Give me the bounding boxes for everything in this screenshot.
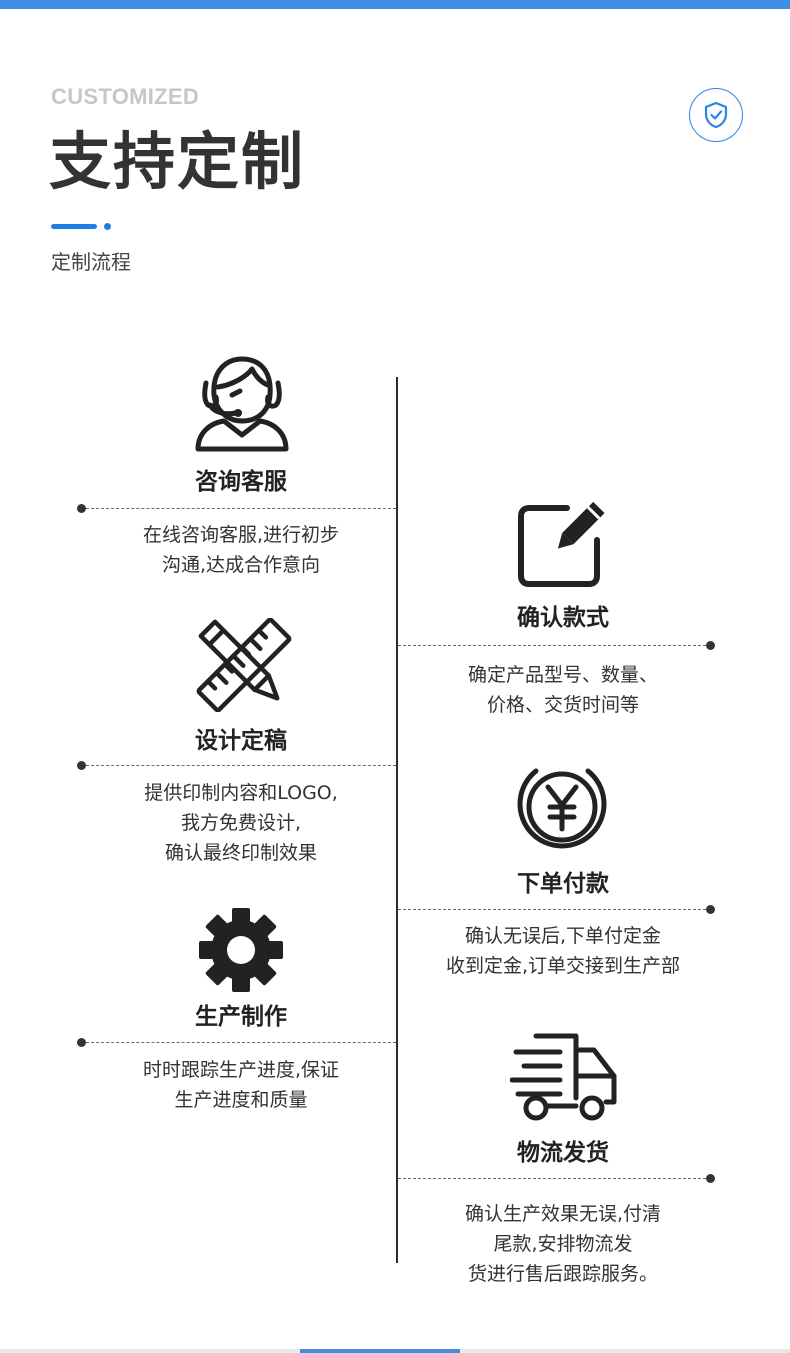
step-divider	[86, 508, 396, 509]
step-divider	[398, 645, 706, 646]
page-subtitle: 定制流程	[51, 250, 131, 274]
description-line: 货进行售后跟踪服务。	[467, 1263, 658, 1285]
step-divider	[86, 1042, 396, 1043]
description-line: 提供印制内容和LOGO,	[144, 782, 338, 804]
ruler-pencil-icon	[196, 618, 292, 712]
edit-pen-icon	[518, 501, 605, 587]
step-description: 确定产品型号、数量、 价格、交货时间等	[403, 660, 723, 720]
delivery-truck-icon	[510, 1033, 617, 1121]
title-underline	[51, 224, 97, 229]
description-line: 时时跟踪生产进度,保证	[142, 1059, 340, 1081]
step-description: 提供印制内容和LOGO, 我方免费设计, 确认最终印制效果	[81, 778, 401, 868]
english-heading: CUSTOMIZED	[51, 84, 200, 109]
description-line: 价格、交货时间等	[486, 694, 639, 716]
step-description: 确认无误后,下单付定金 收到定金,订单交接到生产部	[403, 921, 723, 981]
description-line: 尾款,安排物流发	[493, 1233, 633, 1255]
description-line: 生产进度和质量	[174, 1089, 308, 1111]
step-title: 设计定稿	[195, 728, 287, 754]
page-title: 支持定制	[49, 125, 306, 198]
step-title: 确认款式	[517, 605, 609, 631]
step-dot	[77, 761, 86, 770]
step-dot	[77, 1038, 86, 1047]
description-line: 确认最终印制效果	[164, 842, 317, 864]
step-description: 时时跟踪生产进度,保证 生产进度和质量	[81, 1055, 401, 1115]
step-description: 在线咨询客服,进行初步 沟通,达成合作意向	[81, 520, 401, 580]
step-dot	[706, 905, 715, 914]
step-divider	[398, 1178, 706, 1179]
description-line: 确定产品型号、数量、	[467, 664, 658, 686]
description-line: 在线咨询客服,进行初步	[142, 524, 340, 546]
description-line: 确认无误后,下单付定金	[464, 925, 662, 947]
bottom-divider	[0, 1349, 790, 1353]
yen-coin-icon	[517, 768, 607, 849]
step-dot	[706, 641, 715, 650]
step-title: 生产制作	[195, 1004, 287, 1030]
step-dot	[77, 504, 86, 513]
description-line: 我方免费设计,	[180, 812, 302, 834]
shield-check-icon	[689, 88, 743, 142]
title-underline-dot	[104, 223, 111, 230]
step-divider	[398, 909, 706, 910]
timeline-axis	[396, 377, 398, 1263]
step-title: 下单付款	[517, 871, 609, 897]
description-line: 确认生产效果无误,付清	[464, 1203, 662, 1225]
top-accent-bar	[0, 0, 790, 9]
step-title: 物流发货	[517, 1140, 609, 1166]
step-divider	[86, 765, 396, 766]
step-description: 确认生产效果无误,付清 尾款,安排物流发 货进行售后跟踪服务。	[403, 1199, 723, 1289]
step-dot	[706, 1174, 715, 1183]
description-line: 收到定金,订单交接到生产部	[445, 955, 681, 977]
customer-service-headset-icon	[195, 356, 289, 452]
step-title: 咨询客服	[195, 469, 287, 495]
description-line: 沟通,达成合作意向	[161, 554, 321, 576]
gear-icon	[199, 908, 283, 992]
